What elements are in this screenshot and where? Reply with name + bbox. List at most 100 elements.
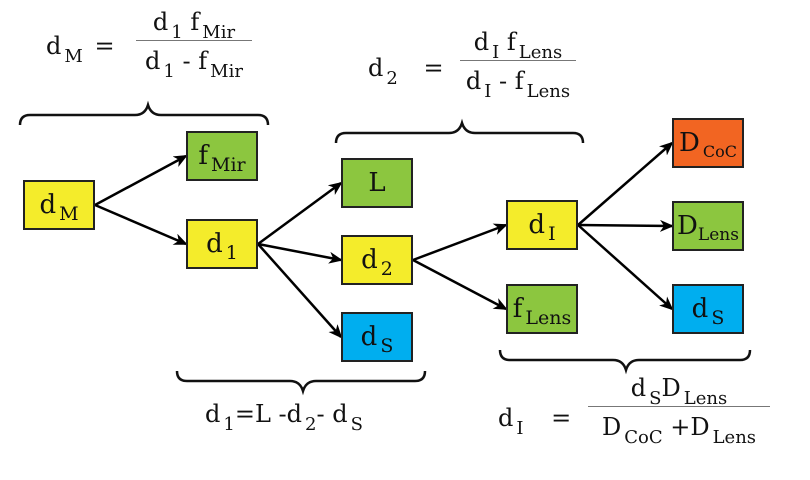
term: f bbox=[190, 8, 200, 36]
term: d bbox=[145, 47, 161, 75]
node-sub: Lens bbox=[525, 306, 572, 329]
term-sub: Mir bbox=[210, 61, 243, 82]
arrow-dM-to-d1 bbox=[94, 203, 188, 246]
node-sub: S bbox=[711, 306, 725, 329]
node-L: L bbox=[341, 158, 413, 208]
brace-d2 bbox=[334, 118, 585, 144]
brace-dM bbox=[18, 100, 270, 126]
node-main: f bbox=[512, 294, 523, 324]
term: D bbox=[661, 374, 681, 402]
term: f bbox=[506, 28, 516, 56]
term-sub: 1 bbox=[163, 61, 175, 82]
node-sub: S bbox=[380, 334, 394, 357]
node-sub: Mir bbox=[211, 153, 246, 176]
node-main: d bbox=[361, 245, 378, 275]
arrow-dI-to-DCoC bbox=[577, 141, 674, 226]
arrow-d2-to-dI bbox=[412, 223, 508, 262]
term-sub: 1 bbox=[223, 414, 235, 435]
arrow-d1-to-dS_mid bbox=[257, 243, 343, 339]
term-sub: Mir bbox=[202, 22, 236, 43]
eq-lhs-sub: I bbox=[516, 418, 524, 439]
node-sub: I bbox=[548, 222, 556, 245]
term: d bbox=[630, 374, 647, 402]
operator: - bbox=[278, 400, 287, 428]
term-sub: Lens bbox=[518, 42, 563, 63]
node-main: d bbox=[39, 190, 57, 220]
arrow-d2-to-fLens bbox=[412, 258, 508, 311]
eq-equals: = bbox=[94, 32, 115, 60]
fraction-bar bbox=[136, 40, 252, 41]
node-main: f bbox=[198, 141, 208, 171]
term-sub: 1 bbox=[171, 22, 183, 43]
operator: - bbox=[316, 400, 325, 428]
node-sub: CoC bbox=[702, 142, 737, 161]
eq-lhs-sub: 2 bbox=[386, 68, 398, 89]
term: D bbox=[690, 413, 710, 441]
brace-d1 bbox=[175, 370, 427, 396]
node-sub: 1 bbox=[225, 241, 238, 264]
term: d bbox=[152, 8, 169, 36]
node-main: D bbox=[679, 128, 700, 158]
operator: = bbox=[234, 400, 255, 428]
term: L bbox=[254, 400, 271, 428]
term-sub: CoC bbox=[624, 427, 663, 448]
node-main: d bbox=[206, 229, 223, 259]
term-sub: S bbox=[649, 388, 662, 409]
eq-lhs-main: d bbox=[498, 404, 514, 432]
operator: - bbox=[182, 47, 191, 75]
arrow-dM-to-fMir bbox=[94, 154, 188, 207]
eq-lhs-main: d bbox=[46, 32, 62, 60]
term-sub: Lens bbox=[526, 81, 571, 102]
term: d bbox=[286, 400, 302, 428]
eq-lhs-sub: M bbox=[64, 46, 83, 67]
term: d bbox=[205, 400, 221, 428]
term-sub: I bbox=[492, 42, 500, 63]
node-sub: M bbox=[59, 202, 79, 225]
term-sub: I bbox=[484, 81, 492, 102]
arrow-d1-to-L bbox=[257, 181, 343, 246]
operator: + bbox=[670, 413, 691, 441]
arrow-dI-to-dS_right bbox=[577, 224, 674, 311]
term: f bbox=[514, 67, 524, 95]
node-main: L bbox=[368, 168, 386, 198]
brace-dI bbox=[498, 349, 752, 375]
term-sub: S bbox=[350, 414, 363, 435]
fraction-bar bbox=[460, 60, 576, 61]
arrow-dI-to-DLens bbox=[577, 219, 674, 232]
fraction-bar bbox=[588, 406, 770, 407]
term-sub: 2 bbox=[305, 414, 317, 435]
node-sub: 2 bbox=[380, 257, 393, 280]
term: d bbox=[332, 400, 348, 428]
term: d bbox=[465, 67, 482, 95]
node-sub: Lens bbox=[697, 224, 739, 245]
term-sub: Lens bbox=[712, 427, 757, 448]
term: D bbox=[601, 413, 622, 441]
eq-equals: = bbox=[551, 404, 572, 432]
node-main: d bbox=[360, 322, 378, 352]
node-main: d bbox=[691, 294, 709, 324]
arrow-d1-to-d2 bbox=[257, 242, 343, 264]
